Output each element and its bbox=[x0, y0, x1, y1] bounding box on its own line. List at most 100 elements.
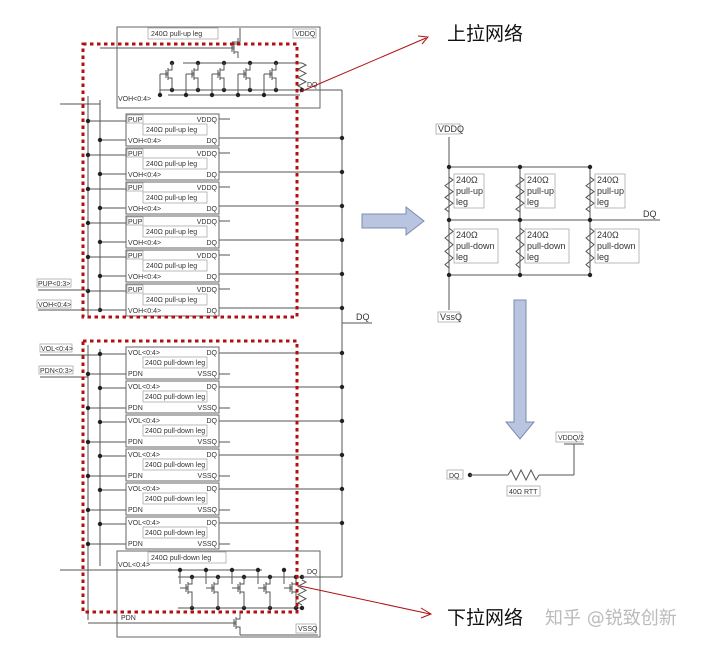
pullup-resistor bbox=[585, 176, 595, 213]
dq-label: DQ bbox=[207, 350, 218, 357]
label-box bbox=[435, 123, 461, 135]
label-box bbox=[142, 259, 208, 272]
dq-label: DQ bbox=[207, 418, 218, 425]
junction-dot bbox=[339, 237, 345, 243]
vddq-label: VDDQ bbox=[295, 31, 316, 38]
gate-bubble bbox=[233, 621, 237, 625]
pup-input-label: PUP<0:3> bbox=[38, 281, 70, 288]
rtt-label: 40Ω RTT bbox=[509, 489, 538, 496]
pullup-resistor bbox=[444, 176, 454, 213]
junction-dot bbox=[339, 305, 345, 311]
junction-dot bbox=[235, 92, 241, 98]
pullup-leg-label: pull-up bbox=[456, 186, 483, 196]
junction-dot bbox=[339, 486, 345, 492]
dq-label: DQ bbox=[449, 473, 460, 480]
label-box bbox=[126, 216, 144, 226]
junction-dot bbox=[97, 171, 103, 177]
pulldown-resistor bbox=[585, 227, 595, 269]
pdn-input-label: PDN<0:3> bbox=[40, 368, 73, 375]
transistor-icon bbox=[180, 578, 193, 598]
junction-dot bbox=[339, 203, 345, 209]
arrowhead-icon bbox=[420, 607, 433, 619]
pulldown-leg-label: 240Ω bbox=[597, 230, 619, 240]
label-box bbox=[126, 284, 144, 294]
pup-label: PUP bbox=[128, 219, 143, 226]
dq-label: DQ bbox=[307, 569, 318, 576]
junction-dot bbox=[339, 452, 345, 458]
junction-dot bbox=[339, 418, 345, 424]
vssq-label: VSSQ bbox=[198, 473, 218, 480]
right-arrow-icon bbox=[361, 205, 425, 237]
pulldown-main-title: 240Ω pull-down leg bbox=[151, 555, 211, 562]
junction-dot bbox=[517, 217, 523, 223]
junction-dot bbox=[446, 217, 452, 223]
vol-label: VOL<0:4> bbox=[128, 418, 160, 425]
vol-label: VOL<0:4> bbox=[128, 452, 160, 459]
leg-title: 240Ω pull-up leg bbox=[146, 195, 197, 202]
junction-dot bbox=[339, 384, 345, 390]
label-box bbox=[142, 526, 208, 539]
dq-label: DQ bbox=[207, 520, 218, 527]
label-box bbox=[36, 299, 72, 309]
rtt-resistor bbox=[507, 468, 540, 482]
label-box bbox=[142, 356, 208, 369]
junction-dot bbox=[97, 239, 103, 245]
junction-dot bbox=[85, 405, 91, 411]
junction-dot bbox=[517, 272, 523, 278]
label-box bbox=[524, 173, 556, 209]
leg-title: 240Ω pull-up leg bbox=[146, 229, 197, 236]
dq-label: DQ bbox=[207, 308, 218, 315]
junction-dot bbox=[587, 164, 593, 170]
junction-dot bbox=[157, 92, 163, 98]
pullup-leg-label: leg bbox=[456, 197, 468, 207]
transistor-icon bbox=[258, 578, 271, 598]
pulldown-leg-label: pull-down bbox=[527, 241, 566, 251]
pdn-label: PDN bbox=[128, 371, 143, 378]
transistor-icon bbox=[232, 578, 245, 598]
pullup-leg-label: 240Ω bbox=[527, 175, 549, 185]
junction-dot bbox=[97, 385, 103, 391]
arrowhead-icon bbox=[417, 35, 430, 45]
label-box bbox=[142, 157, 208, 170]
leg-title: 240Ω pull-up leg bbox=[146, 263, 197, 270]
gate-bubble bbox=[269, 72, 273, 76]
pullup-main-title: 240Ω pull-up leg bbox=[151, 31, 202, 38]
vol-input-label: VOL<0:4> bbox=[41, 346, 73, 353]
label-box bbox=[126, 250, 144, 260]
leg-title: 240Ω pull-up leg bbox=[146, 127, 197, 134]
leg-title: 240Ω pull-down leg bbox=[145, 360, 205, 367]
leg-title: 240Ω pull-up leg bbox=[146, 297, 197, 304]
pdn-label: PDN bbox=[128, 507, 143, 514]
vddq-label: VDDQ bbox=[197, 185, 218, 192]
label-box bbox=[142, 458, 208, 471]
gate-bubble bbox=[211, 586, 215, 590]
leg-title: 240Ω pull-down leg bbox=[145, 496, 205, 503]
junction-dot bbox=[339, 520, 345, 526]
junction-dot bbox=[85, 220, 91, 226]
junction-dot bbox=[85, 439, 91, 445]
gate-bubble bbox=[231, 46, 235, 50]
pullup-leg-label: pull-up bbox=[527, 186, 554, 196]
junction-dot bbox=[85, 186, 91, 192]
label-box bbox=[446, 469, 464, 480]
pdn-label: PDN bbox=[128, 541, 143, 548]
junction-dot bbox=[339, 135, 345, 141]
pullup-highlight-box bbox=[81, 42, 299, 319]
pulldown-leg-label: pull-down bbox=[597, 241, 636, 251]
pup-label: PUP bbox=[128, 253, 143, 260]
label-box bbox=[555, 431, 583, 443]
pup-label: PUP bbox=[128, 185, 143, 192]
junction-dot bbox=[85, 371, 91, 377]
pdn-label: PDN bbox=[121, 615, 136, 622]
junction-dot bbox=[339, 169, 345, 175]
gate-bubble bbox=[243, 72, 247, 76]
junction-dot bbox=[281, 567, 287, 573]
junction-dot bbox=[97, 273, 103, 279]
